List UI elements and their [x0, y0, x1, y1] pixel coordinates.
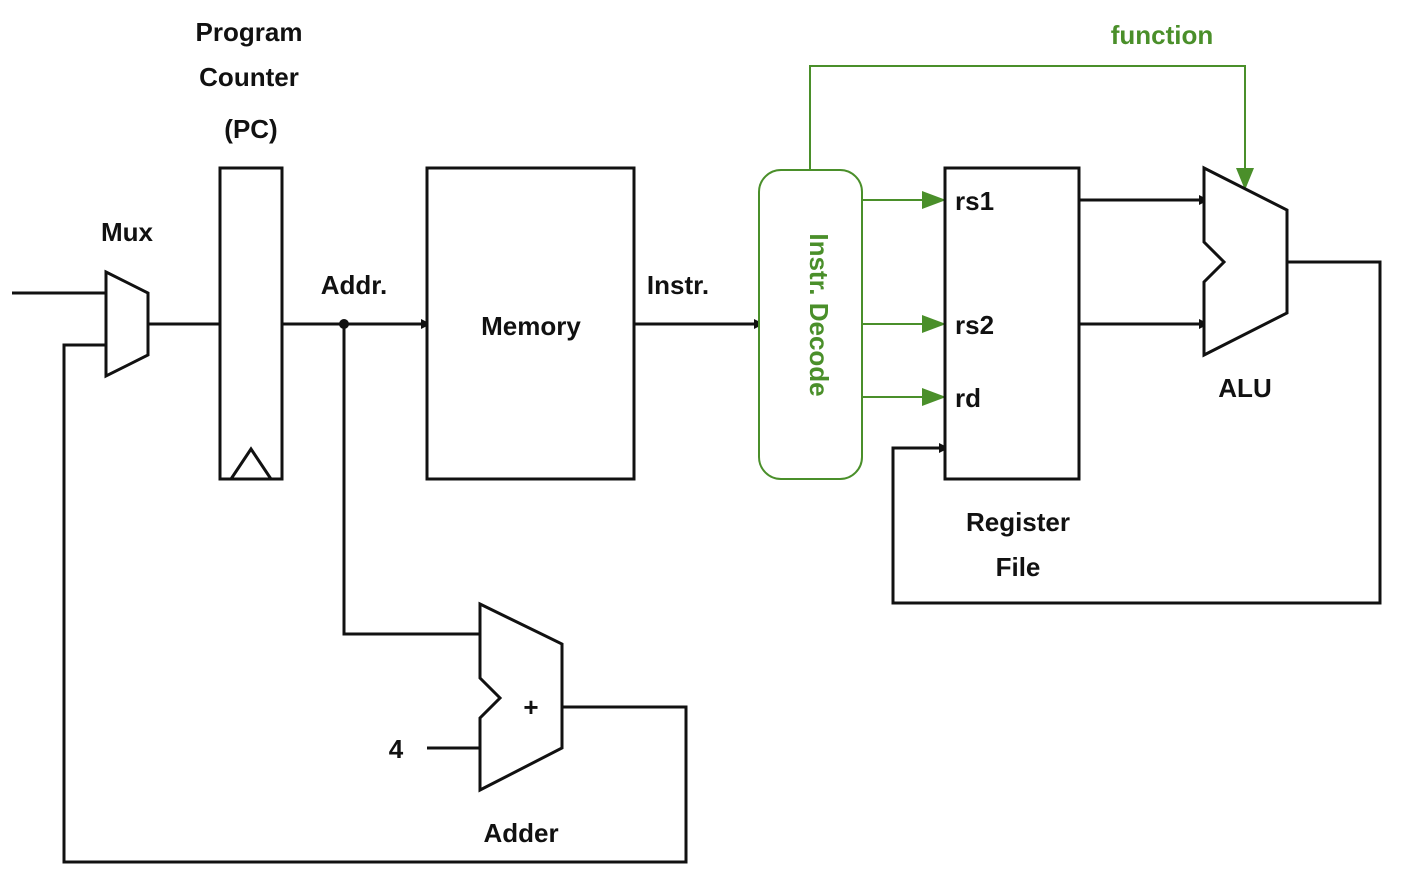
arrowhead-function	[1236, 168, 1254, 190]
adder-shape	[478, 601, 564, 793]
instr-label: Instr.	[647, 270, 709, 300]
adder-plus-sign: +	[523, 692, 538, 722]
pc-label-line2: Counter	[199, 62, 299, 92]
instr-decode-label: Instr. Decode	[804, 233, 834, 396]
mux-shape	[104, 269, 150, 379]
program-counter-block	[218, 166, 284, 481]
clock-triangle	[228, 446, 274, 481]
wire-function-control	[809, 65, 1246, 172]
function-label: function	[1111, 20, 1214, 50]
arrowhead-rs2	[922, 315, 946, 333]
alu-shape	[1202, 165, 1289, 358]
register-file-label-line1: Register	[966, 507, 1070, 537]
arrowhead-rd	[922, 388, 946, 406]
memory-block	[425, 166, 636, 481]
constant-four-label: 4	[389, 734, 404, 764]
rd-label: rd	[955, 383, 981, 413]
wire-alu-to-regfile	[891, 260, 1382, 605]
pc-label-line3: (PC)	[224, 114, 277, 144]
rs1-label: rs1	[955, 186, 994, 216]
memory-label: Memory	[481, 311, 581, 341]
wire-adder-to-mux	[62, 343, 688, 864]
rs2-label: rs2	[955, 310, 994, 340]
pc-label-line1: Program	[196, 17, 303, 47]
alu-label: ALU	[1218, 373, 1271, 403]
register-file-block	[943, 166, 1081, 481]
wire-pc-to-adder	[342, 324, 480, 636]
arrowhead-rs1	[922, 191, 946, 209]
register-file-label-line2: File	[996, 552, 1041, 582]
addr-label: Addr.	[321, 270, 387, 300]
mux-label: Mux	[101, 217, 154, 247]
adder-label: Adder	[483, 818, 558, 848]
instr-decode-block	[758, 169, 863, 480]
